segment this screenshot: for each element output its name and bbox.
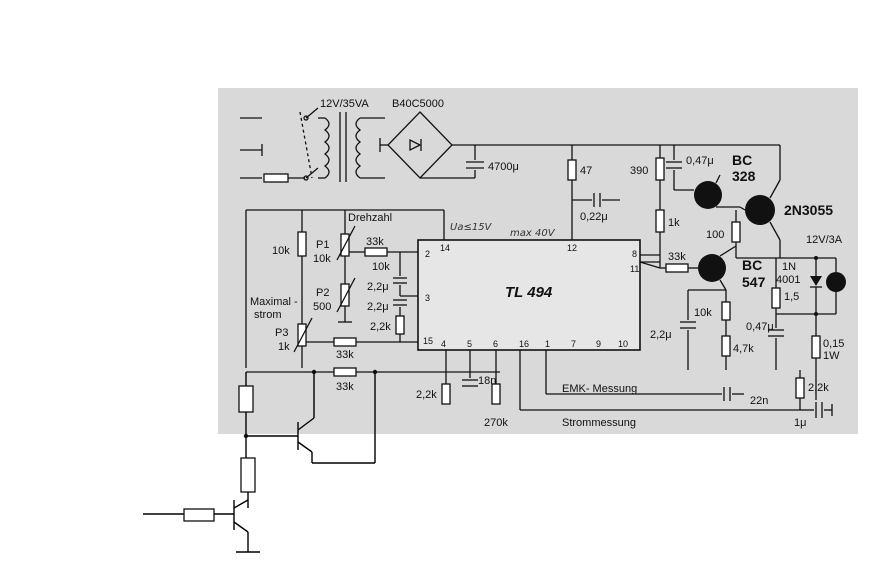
strom-label: Strommessung xyxy=(562,417,636,429)
pin-7: 7 xyxy=(571,339,576,349)
r47k-label: 4,7k xyxy=(733,343,754,355)
pin-15: 15 xyxy=(423,336,433,346)
maximal-b-label: strom xyxy=(254,309,282,321)
pin-10: 10 xyxy=(618,339,628,349)
c22-right-label: 2,2μ xyxy=(650,329,672,341)
r10k-right-label: 10k xyxy=(694,307,712,319)
r22k-left-label: 2,2k xyxy=(416,389,437,401)
r10k-mid-label: 10k xyxy=(372,261,390,273)
r47-label: 47 xyxy=(580,165,592,177)
p3-a-label: P3 xyxy=(275,327,288,339)
pin-14: 14 xyxy=(440,243,450,253)
bc547-label-b: 547 xyxy=(742,274,766,290)
bridge-rectifier: B40C5000 xyxy=(379,98,660,179)
pin-9: 9 xyxy=(596,339,601,349)
p3-b-label: 1k xyxy=(278,341,290,353)
out-voltage-label: 12V/3A xyxy=(806,234,843,246)
ic-note-label: max 40V xyxy=(510,228,556,239)
rectifier-label: B40C5000 xyxy=(392,98,444,110)
r1k-top-label: 1k xyxy=(668,217,680,229)
c047-top-label: 0,47μ xyxy=(686,155,714,167)
r015-b-label: 1W xyxy=(823,350,840,362)
d1n-b-label: 4001 xyxy=(776,274,800,286)
control-network: 10k Drehzahl P1 10k 33k 10k 2,2μ 2,2μ 2,… xyxy=(245,209,445,368)
bc328-label-a: BC xyxy=(732,152,752,168)
snubber-column: 1N 4001 1,5 0,47μ xyxy=(746,258,800,370)
pin-5: 5 xyxy=(467,339,472,349)
cap-main-label: 4700μ xyxy=(488,161,519,173)
2n3055-label: 2N3055 xyxy=(784,202,833,218)
r015-a-label: 0,15 xyxy=(823,338,844,350)
c1u-label: 1μ xyxy=(794,417,806,429)
c22-a-label: 2,2μ xyxy=(367,281,389,293)
bottom-rail: 33k 2,2k 18n 270k EMK- Messung 22n Strom… xyxy=(246,350,800,429)
bc547-label-a: BC xyxy=(742,257,762,273)
hand-note-label: Ua≤15V xyxy=(450,222,493,233)
r33k-top-label: 33k xyxy=(366,236,384,248)
transistor-bc547: 33k BC 547 10k 4,7k 2,2μ xyxy=(639,245,766,370)
r10k-left-label: 10k xyxy=(272,245,290,257)
pin-12: 12 xyxy=(567,243,577,253)
output-terminal: 12V/3A xyxy=(776,234,846,316)
transformer-label: 12V/35VA xyxy=(320,98,369,110)
p2-a-label: P2 xyxy=(316,287,329,299)
r33k-low-label: 33k xyxy=(336,349,354,361)
r22k-low-label: 2,2k xyxy=(808,382,829,394)
bc328-label-b: 328 xyxy=(732,168,756,184)
pin-4: 4 xyxy=(441,339,446,349)
p1-b-label: 10k xyxy=(313,253,331,265)
r33k-bottom-label: 33k xyxy=(336,381,354,393)
c047-low-label: 0,47μ xyxy=(746,321,774,333)
transistor-bc328: BC 328 xyxy=(694,152,756,209)
transistor-2n3055: 2N3055 xyxy=(739,145,833,258)
pin-16: 16 xyxy=(519,339,529,349)
pin-2: 2 xyxy=(425,249,430,259)
ic-tl494: TL 494 max 40V Ua≤15V 14 12 8 11 2 3 15 … xyxy=(417,222,660,351)
r33k-right-label: 33k xyxy=(668,251,686,263)
ic-name-label: TL 494 xyxy=(505,284,553,301)
resistor-47: 47 0,22μ xyxy=(567,145,620,240)
pin-8: 8 xyxy=(632,249,637,259)
d1n-a-label: 1N xyxy=(782,261,796,273)
r270k-label: 270k xyxy=(484,417,508,429)
transformer: 12V/35VA xyxy=(318,98,385,182)
c22-b-label: 2,2μ xyxy=(367,301,389,313)
maximal-a-label: Maximal - xyxy=(250,296,298,308)
r390-label: 390 xyxy=(630,165,648,177)
r22k-mid-label: 2,2k xyxy=(370,321,391,333)
pin-3: 3 xyxy=(425,293,430,303)
pin-6: 6 xyxy=(493,339,498,349)
r100-label: 100 xyxy=(706,229,724,241)
r15-label: 1,5 xyxy=(784,291,799,303)
capacitor-4700u: 4700μ xyxy=(466,145,519,178)
c22n-label: 22n xyxy=(750,395,768,407)
pin-11: 11 xyxy=(630,264,639,274)
c022-label: 0,22μ xyxy=(580,211,608,223)
hand-drawn-extension xyxy=(143,372,376,553)
shunt-resistor: 0,15 1W 2,2k 1μ xyxy=(794,314,844,429)
drehzahl-label: Drehzahl xyxy=(348,212,392,224)
emk-label: EMK- Messung xyxy=(562,383,637,395)
resistor-100: 100 xyxy=(706,210,836,259)
mains-input xyxy=(240,107,319,183)
p1-a-label: P1 xyxy=(316,239,329,251)
pin-1: 1 xyxy=(545,339,550,349)
p2-b-label: 500 xyxy=(313,301,331,313)
